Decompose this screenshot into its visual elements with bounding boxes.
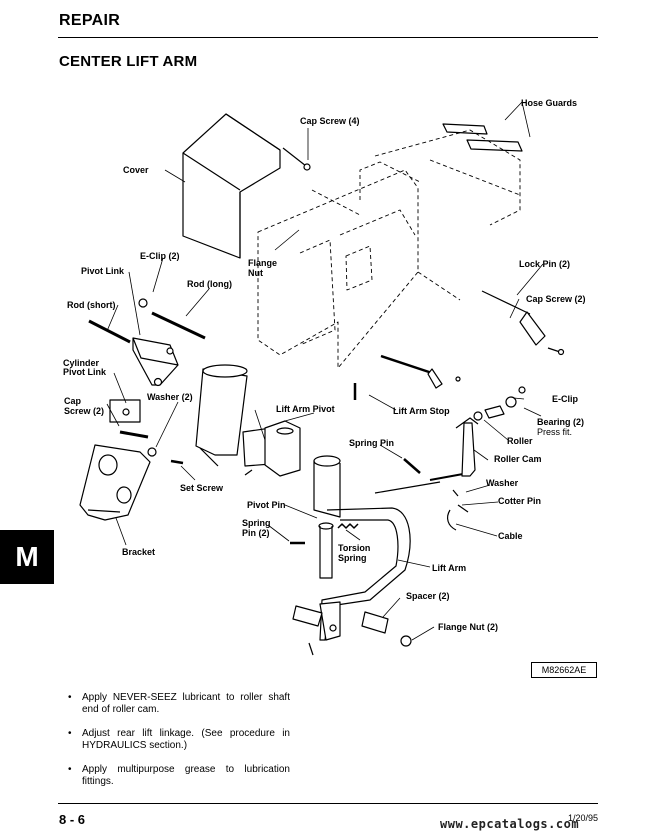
pivot-link-part — [132, 337, 179, 387]
header-rule — [58, 37, 598, 38]
label-roller-cam: Roller Cam — [494, 454, 542, 464]
label-cap-screw-2-right: Cap Screw (2) — [526, 294, 586, 304]
label-rod-short: Rod (short) — [67, 300, 116, 310]
bracket-part — [79, 444, 151, 521]
label-lift-arm-stop: Lift Arm Stop — [393, 406, 450, 416]
label-pivot-link: Pivot Link — [81, 266, 125, 276]
label-hose-guards: Hose Guards — [521, 98, 577, 108]
label-washer-2: Washer (2) — [147, 392, 193, 402]
label-flange-nut-line2: Nut — [248, 268, 263, 278]
label-spacer-2: Spacer (2) — [406, 591, 450, 601]
section-title: CENTER LIFT ARM — [59, 53, 198, 70]
label-cover: Cover — [123, 165, 149, 175]
label-roller: Roller — [507, 436, 533, 446]
label-cylinder-pivot-link-line1: Cylinder — [63, 358, 100, 368]
cover-part — [182, 113, 281, 259]
note-item: • Apply NEVER-SEEZ lubricant to roller sh… — [68, 692, 290, 716]
label-cable: Cable — [498, 531, 523, 541]
label-lock-pin-2: Lock Pin (2) — [519, 259, 570, 269]
bullet: • — [68, 728, 72, 739]
hose-guards-part — [442, 123, 523, 152]
label-flange-nut-2: Flange Nut (2) — [438, 622, 498, 632]
label-torsion-spring-line2: Spring — [338, 553, 367, 563]
label-spring-pin-2-line2: Pin (2) — [242, 528, 270, 538]
label-pivot-pin: Pivot Pin — [247, 500, 286, 510]
label-bearing-2: Bearing (2) — [537, 417, 584, 427]
note-text: Apply NEVER-SEEZ lubricant to roller sha… — [82, 692, 290, 715]
bullet: • — [68, 692, 72, 703]
note-item: • Apply multipurpose grease to lubricatio… — [68, 764, 290, 788]
lift-arm-part — [313, 455, 411, 641]
revision-date: 1/20/95 — [568, 813, 599, 823]
label-lift-arm-pivot: Lift Arm Pivot — [276, 404, 335, 414]
label-spring-pin: Spring Pin — [349, 438, 394, 448]
note-text: Adjust rear lift linkage. (See procedure… — [82, 728, 290, 751]
note-item: • Adjust rear lift linkage. (See procedur… — [68, 728, 290, 752]
label-washer: Washer — [486, 478, 519, 488]
note-text: Apply multipurpose grease to lubrication… — [82, 764, 290, 787]
section-tab-m: M — [0, 530, 54, 584]
lift-arm-pivot-part — [242, 420, 301, 477]
label-e-clip: E-Clip — [552, 394, 579, 404]
label-lift-arm: Lift Arm — [432, 563, 466, 573]
label-set-screw: Set Screw — [180, 483, 224, 493]
label-cap-screw-2-left-line1: Cap — [64, 396, 82, 406]
bullet: • — [68, 764, 72, 775]
page-number: 8 - 6 — [59, 812, 86, 827]
label-cylinder-pivot-link-line2: Pivot Link — [63, 367, 107, 377]
label-cotter-pin: Cotter Pin — [498, 496, 541, 506]
label-spring-pin-2-line1: Spring — [242, 518, 271, 528]
cylinder-part — [195, 364, 248, 467]
label-torsion-spring-line1: Torsion — [338, 543, 370, 553]
label-flange-nut-line1: Flange — [248, 258, 277, 268]
figure-id-tag: M82662AE — [531, 662, 597, 678]
label-cap-screw-4: Cap Screw (4) — [300, 116, 360, 126]
exploded-parts-diagram: Hose Guards Cap Screw (4) Cover E-Clip (… — [63, 98, 586, 656]
watermark: www.epcatalogs.com — [440, 817, 580, 831]
page-header-title: REPAIR — [59, 12, 121, 29]
label-rod-long: Rod (long) — [187, 279, 232, 289]
label-press-fit: Press fit. — [537, 427, 572, 437]
label-cap-screw-2-left-line2: Screw (2) — [64, 406, 104, 416]
footer-rule — [58, 803, 598, 804]
notes-list: • Apply NEVER-SEEZ lubricant to roller sh… — [68, 692, 290, 800]
label-e-clip-2: E-Clip (2) — [140, 251, 180, 261]
label-bracket: Bracket — [122, 547, 155, 557]
